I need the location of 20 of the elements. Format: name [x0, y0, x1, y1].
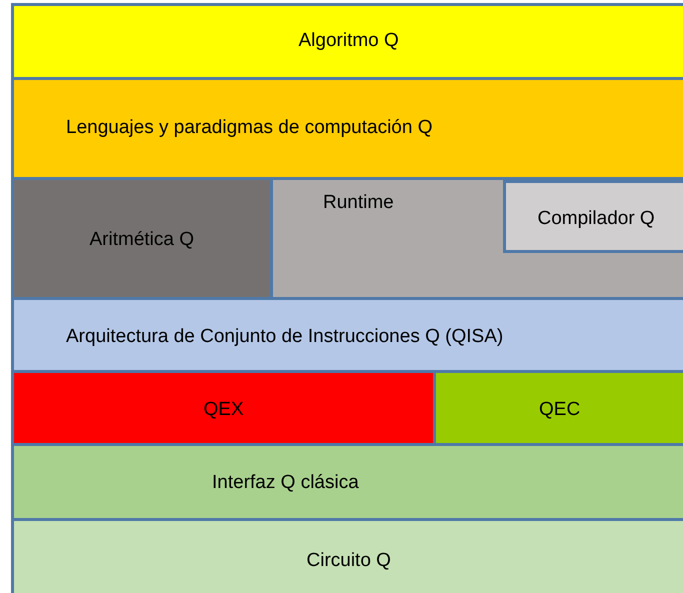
layer-label: Aritmética Q [90, 229, 194, 251]
layer-band [11, 177, 273, 300]
layer-band [270, 177, 683, 300]
layer-label: Arquitectura de Conjunto de Instrucciones Q (QISA) [66, 326, 504, 348]
layer-label: Lenguajes y paradigmas de computación Q [66, 117, 433, 139]
layer-band [503, 180, 683, 253]
layer-label: Runtime [323, 192, 394, 214]
layer-band [11, 370, 436, 446]
layer-label: Interfaz Q clásica [212, 472, 359, 494]
layer-label: QEX [204, 399, 244, 421]
layer-band [11, 3, 683, 80]
layer-band [11, 443, 683, 521]
layer-label: Compilador Q [538, 208, 655, 230]
layer-band [11, 77, 683, 180]
layer-band [11, 297, 683, 373]
layer-band [433, 370, 683, 446]
layer-label: Circuito Q [306, 550, 391, 572]
layer-label: Algoritmo Q [298, 30, 399, 52]
layer-label: QEC [539, 399, 580, 421]
layer-band [11, 518, 683, 593]
